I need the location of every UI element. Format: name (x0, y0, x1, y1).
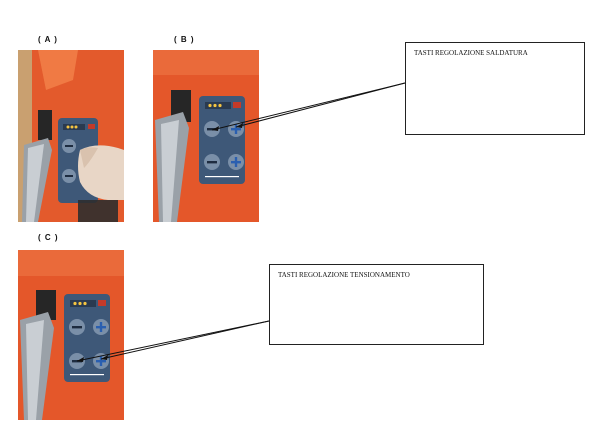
photo-b (153, 50, 259, 222)
leader-line-saldatura-plus (235, 82, 406, 128)
callout-saldatura-text: TASTI REGOLAZIONE SALDATURA (414, 49, 528, 57)
panel-label-c: ( C ) (38, 233, 59, 242)
keypad-b (199, 96, 245, 184)
callout-saldatura: TASTI REGOLAZIONE SALDATURA (405, 42, 585, 135)
panel-label-a: ( A ) (38, 35, 58, 44)
keypad-c (64, 294, 110, 382)
callout-tensionamento: TASTI REGOLAZIONE TENSIONAMENTO (269, 264, 484, 345)
panel-label-b: ( B ) (174, 35, 195, 44)
leader-line-tensionamento-plus (100, 320, 270, 360)
callout-tensionamento-text: TASTI REGOLAZIONE TENSIONAMENTO (278, 271, 410, 279)
photo-a (18, 50, 124, 222)
photo-c (18, 250, 124, 420)
